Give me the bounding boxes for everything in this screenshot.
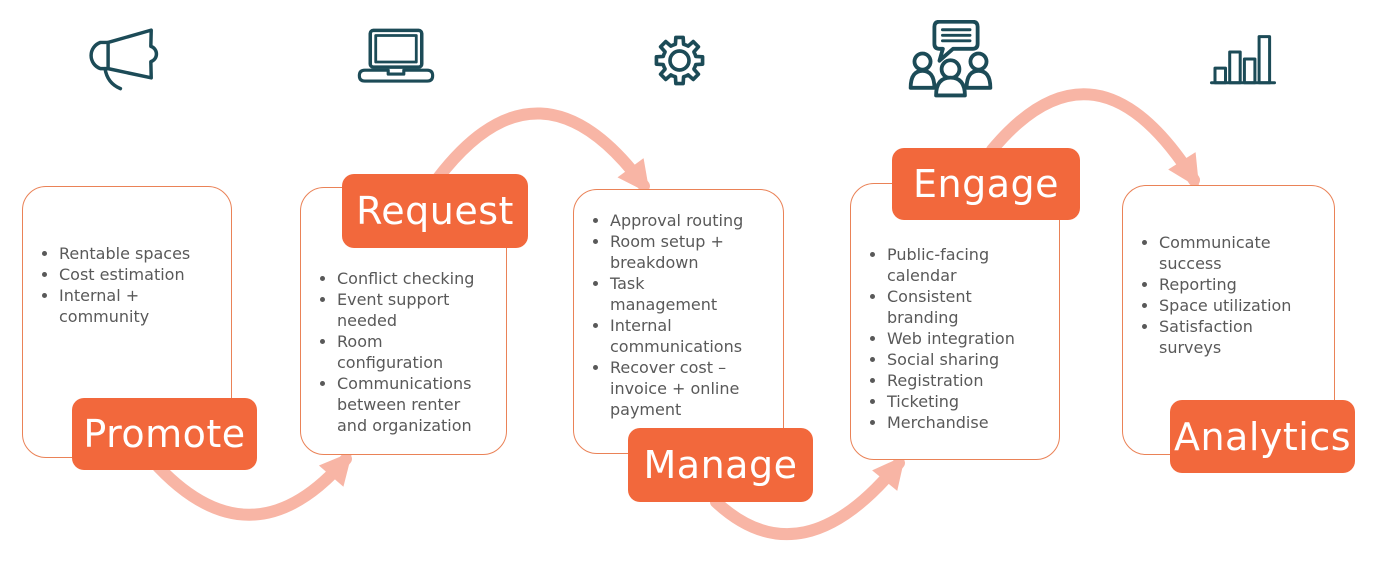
bullet-item: Satisfaction surveys — [1159, 316, 1314, 358]
bullet-list: Approval routing Room setup + breakdown … — [582, 210, 755, 420]
arrow-manage-to-engage — [710, 455, 906, 541]
bullet-item: Recover cost – invoice + online payment — [610, 357, 755, 420]
bullet-item: Task management — [610, 273, 755, 315]
bullet-item: Web integration — [887, 328, 1042, 349]
step-badge-engage: Engage — [892, 148, 1080, 220]
bullet-item: Public-facing calendar — [887, 244, 1042, 286]
bullet-item: Registration — [887, 370, 1042, 391]
bullet-item: Consistent branding — [887, 286, 1042, 328]
step-card-promote: Rentable spaces Cost estimation Internal… — [22, 186, 232, 458]
bullet-item: Reporting — [1159, 274, 1314, 295]
bullet-list: Communicate success Reporting Space util… — [1131, 232, 1314, 358]
arrow-engage-to-analytics — [986, 88, 1200, 189]
bullet-item: Rentable spaces — [59, 243, 219, 264]
bullet-item: Ticketing — [887, 391, 1042, 412]
bullet-item: Event support needed — [337, 289, 489, 331]
laptop-icon — [357, 28, 435, 89]
bullet-item: Room setup + breakdown — [610, 231, 755, 273]
bullet-item: Communications between renter and organi… — [337, 373, 489, 436]
arrow-request-to-manage — [432, 107, 650, 194]
gear-icon — [643, 24, 716, 97]
bullet-item: Approval routing — [610, 210, 755, 231]
megaphone-icon — [85, 26, 162, 92]
bullet-item: Social sharing — [887, 349, 1042, 370]
people-chat-icon — [908, 20, 993, 98]
bullet-item: Cost estimation — [59, 264, 219, 285]
bullet-item: Internal + community — [59, 285, 219, 327]
arrow-promote-to-request — [146, 451, 353, 521]
bullet-list: Conflict checking Event support needed R… — [309, 268, 489, 436]
bullet-item: Internal communications — [610, 315, 755, 357]
bullet-item: Conflict checking — [337, 268, 489, 289]
bullet-list: Public-facing calendar Consistent brandi… — [859, 244, 1042, 433]
step-badge-promote: Promote — [72, 398, 257, 470]
step-card-manage: Approval routing Room setup + breakdown … — [573, 189, 784, 454]
step-badge-analytics: Analytics — [1170, 400, 1355, 473]
bullet-item: Space utilization — [1159, 295, 1314, 316]
bar-chart-icon — [1208, 31, 1278, 87]
bullet-item: Room configuration — [337, 331, 489, 373]
step-badge-request: Request — [342, 174, 528, 248]
bullet-item: Merchandise — [887, 412, 1042, 433]
bullet-item: Communicate success — [1159, 232, 1314, 274]
step-card-engage: Public-facing calendar Consistent brandi… — [850, 183, 1060, 460]
step-badge-manage: Manage — [628, 428, 813, 502]
bullet-list: Rentable spaces Cost estimation Internal… — [31, 243, 219, 327]
